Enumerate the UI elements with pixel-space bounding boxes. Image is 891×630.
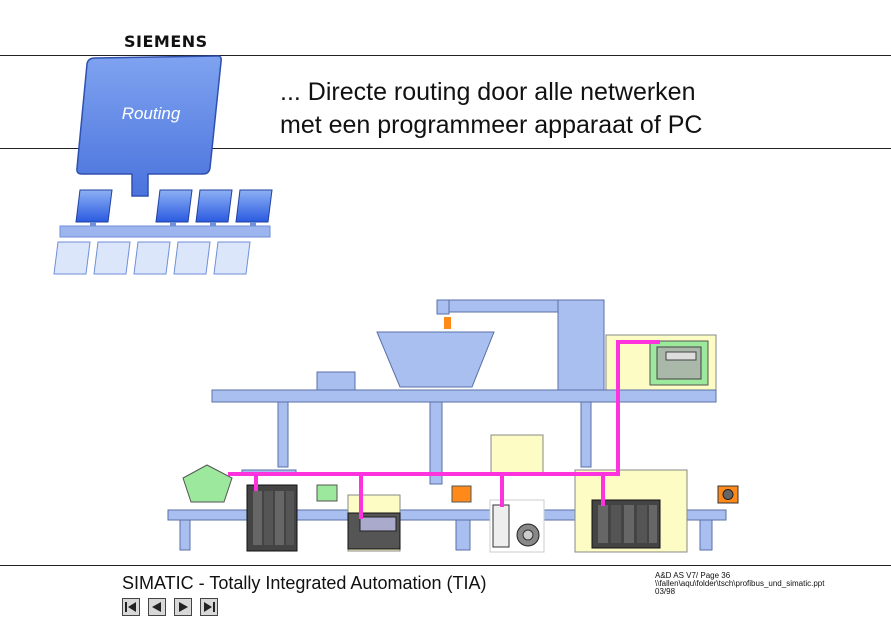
device-icon bbox=[155, 189, 193, 223]
profibus-network bbox=[228, 340, 660, 519]
device-icon bbox=[195, 189, 233, 223]
plant-illustration bbox=[167, 299, 739, 553]
last-slide-button[interactable] bbox=[200, 598, 218, 616]
skip-to-end-icon bbox=[204, 602, 215, 612]
page-headline: ... Directe routing door alle netwerken … bbox=[280, 78, 703, 139]
arrow-left-icon bbox=[152, 602, 161, 612]
header-rule-top bbox=[0, 55, 891, 56]
main-table bbox=[211, 389, 717, 403]
routing-screen-shape bbox=[76, 55, 222, 197]
green-pentagon bbox=[182, 464, 233, 503]
siemens-logo: SIEMENS bbox=[124, 32, 208, 51]
orange-nozzle bbox=[444, 317, 451, 329]
conveyor bbox=[167, 509, 727, 521]
previous-slide-button[interactable] bbox=[148, 598, 166, 616]
skip-to-start-icon bbox=[125, 602, 136, 612]
device-icon bbox=[53, 241, 91, 275]
device-icon bbox=[75, 189, 113, 223]
network-topology-diagram bbox=[53, 55, 273, 275]
arrow-right-icon bbox=[179, 602, 188, 612]
device-icon bbox=[93, 241, 131, 275]
footer-meta: A&D AS V7/ Page 36 \\fallen\aqu\folder\t… bbox=[655, 571, 825, 596]
first-slide-button[interactable] bbox=[122, 598, 140, 616]
device-icon bbox=[235, 189, 273, 223]
network-bus-bar bbox=[59, 225, 271, 238]
section-tag: Routing bbox=[121, 104, 181, 123]
next-slide-button[interactable] bbox=[174, 598, 192, 616]
footer-rule bbox=[0, 565, 891, 566]
hopper bbox=[376, 331, 495, 388]
device-icon bbox=[213, 241, 251, 275]
header-rule-bottom bbox=[0, 148, 891, 149]
device-icon bbox=[133, 241, 171, 275]
footer-title: SIMATIC - Totally Integrated Automation … bbox=[122, 573, 487, 593]
device-icon bbox=[173, 241, 211, 275]
